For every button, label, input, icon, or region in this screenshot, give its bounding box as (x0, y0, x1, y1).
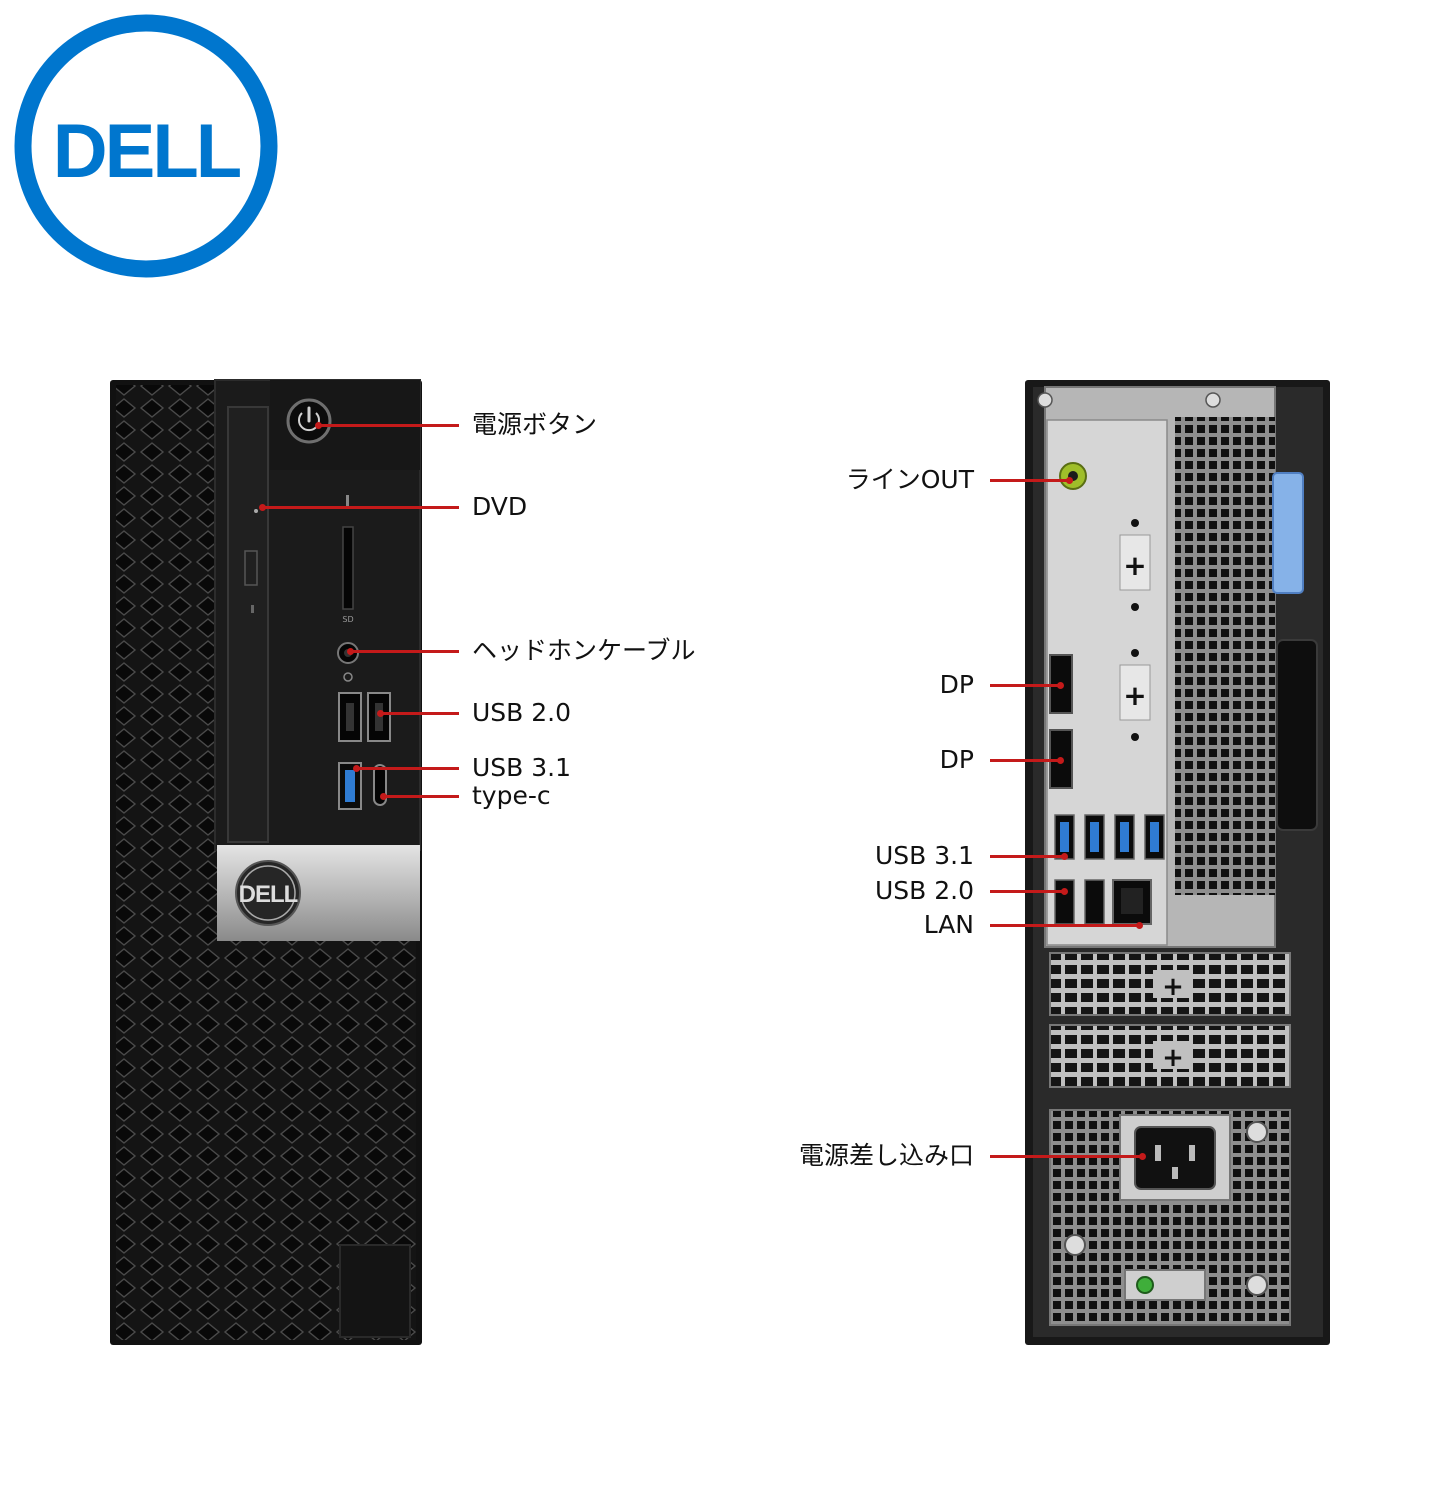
callout-power-inlet (990, 1153, 1146, 1160)
label-rear-usb20: USB 2.0 (874, 876, 974, 905)
hdd-activity-icon (346, 495, 349, 507)
svg-text:+: + (1162, 972, 1184, 1002)
rear-usb20-port-2[interactable] (1084, 879, 1105, 925)
blue-release-latch[interactable] (1272, 472, 1304, 594)
sd-card-slot[interactable] (342, 526, 354, 610)
rear-view: + + + + (1025, 380, 1330, 1345)
front-view: SD DELL (110, 379, 422, 1345)
callout-headphone (347, 648, 459, 655)
psu-led (1136, 1276, 1154, 1294)
callout-power (315, 422, 459, 429)
rear-usb31-ports (1054, 814, 1165, 860)
headphone-icon (343, 672, 353, 682)
callout-lan (990, 922, 1143, 929)
svg-text:+: + (1123, 549, 1146, 582)
label-typec: type-c (472, 781, 551, 810)
dell-logo: DELL (14, 14, 278, 278)
callout-line-out (990, 477, 1073, 484)
front-badge-logo: DELL (239, 881, 298, 908)
label-front-usb20: USB 2.0 (472, 698, 572, 727)
dvd-drive (227, 406, 269, 843)
svg-text:SD: SD (342, 615, 353, 624)
label-lan: LAN (923, 910, 974, 939)
callout-front-usb31 (353, 765, 459, 772)
callout-dp-1 (990, 682, 1064, 689)
svg-text:+: + (1123, 679, 1146, 712)
rear-usb20-port-1[interactable] (1054, 879, 1075, 925)
callout-rear-usb20 (990, 888, 1068, 895)
rear-vent (1175, 417, 1275, 895)
label-power-inlet: 電源差し込み口 (798, 1141, 974, 1170)
callout-dvd (259, 504, 459, 511)
label-dp-2: DP (939, 745, 974, 774)
dell-logo-text: DELL (53, 109, 241, 194)
callout-dp-2 (990, 757, 1064, 764)
label-line-out: ラインOUT (845, 465, 974, 494)
label-front-usb31: USB 3.1 (472, 753, 572, 782)
callout-rear-usb31 (990, 853, 1068, 860)
label-dp-1: DP (939, 670, 974, 699)
label-rear-usb31: USB 3.1 (874, 841, 974, 870)
label-power-button: 電源ボタン (472, 410, 598, 439)
power-inlet[interactable] (1134, 1126, 1216, 1190)
svg-text:+: + (1162, 1043, 1184, 1073)
callout-typec (380, 793, 459, 800)
callout-front-usb20 (377, 710, 459, 717)
label-dvd: DVD (472, 492, 528, 521)
label-headphone: ヘッドホンケーブル (472, 636, 696, 665)
